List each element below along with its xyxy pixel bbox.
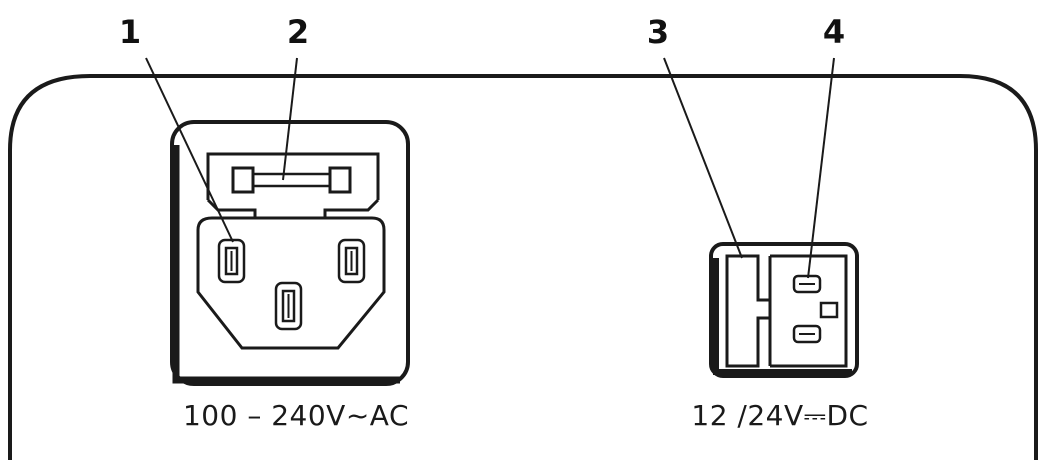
leader-line-4 bbox=[807, 57, 835, 279]
ac-inlet-shadow bbox=[172, 145, 400, 384]
ac-pin-right bbox=[337, 238, 366, 284]
ac-inlet bbox=[170, 120, 410, 386]
dc-inlet-bezel bbox=[709, 242, 859, 378]
ac-pin-left bbox=[217, 238, 246, 284]
dc-inlet-shadow bbox=[713, 258, 852, 375]
dc-key-notch bbox=[819, 301, 839, 319]
callout-3: 3 bbox=[647, 13, 669, 51]
leader-line-1 bbox=[145, 57, 234, 243]
dc-voltage-label: 12 /24V⎓DC bbox=[691, 399, 868, 432]
callout-2: 2 bbox=[287, 13, 309, 51]
fuse-holder bbox=[206, 152, 380, 218]
ac-voltage-label: 100 – 240V~AC bbox=[183, 399, 409, 432]
ac-pin-earth bbox=[274, 281, 303, 331]
leader-line-3 bbox=[663, 57, 743, 259]
dc-socket bbox=[770, 254, 848, 368]
dc-pin-bottom bbox=[792, 324, 822, 344]
dc-latch bbox=[725, 254, 772, 368]
dc-inlet bbox=[709, 242, 859, 378]
iec-socket bbox=[196, 216, 386, 350]
dc-pin-top bbox=[792, 274, 822, 294]
leader-line-2 bbox=[282, 57, 298, 181]
panel-outline bbox=[8, 74, 1038, 460]
callout-1: 1 bbox=[119, 13, 141, 51]
callout-4: 4 bbox=[823, 13, 845, 51]
